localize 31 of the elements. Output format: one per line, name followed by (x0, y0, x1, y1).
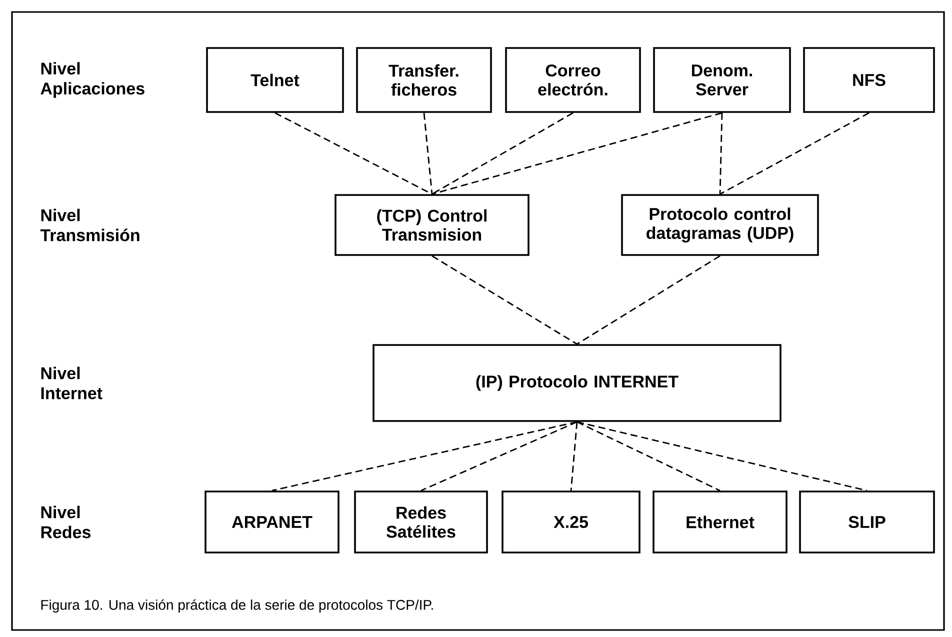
dashed-line (423, 112, 433, 194)
protocol-box: Transfer. ficheros (356, 47, 492, 113)
protocol-box: Ethernet (652, 490, 788, 554)
dashed-line (432, 112, 722, 195)
dashed-line (576, 421, 868, 492)
dashed-line (420, 421, 578, 492)
dashed-line (274, 112, 432, 195)
protocol-box: Redes Satélites (354, 490, 488, 554)
protocol-box: Denom. Server (653, 47, 791, 113)
dashed-line (432, 255, 578, 345)
protocol-box: SLIP (799, 490, 935, 554)
level-label: Nivel Transmisión (40, 208, 140, 242)
dashed-line (432, 112, 574, 195)
dashed-line (570, 422, 578, 491)
protocol-box: Correo electrón. (505, 47, 641, 113)
level-label: Nivel Aplicaciones (40, 62, 144, 98)
caption: Figura 10. Una visión práctica de la serie de protocolos TCP/IP. (41, 599, 433, 613)
protocol-box: (TCP) Control Transmision (334, 194, 530, 256)
dashed-line (576, 421, 720, 492)
protocol-box: ARPANET (204, 490, 340, 554)
level-label: Nivel Internet (41, 366, 102, 400)
protocol-box: (IP) Protocolo INTERNET (372, 344, 782, 422)
dashed-line (719, 112, 723, 194)
level-label: Nivel Redes (41, 506, 91, 538)
dashed-line (720, 112, 870, 195)
protocol-box: Telnet (206, 47, 344, 113)
protocol-box: NFS (803, 47, 935, 113)
protocol-box: X.25 (502, 490, 640, 554)
dashed-line (576, 255, 720, 345)
dashed-line (272, 421, 578, 492)
protocol-box: Protocolo control datagramas (UDP) (621, 194, 819, 256)
